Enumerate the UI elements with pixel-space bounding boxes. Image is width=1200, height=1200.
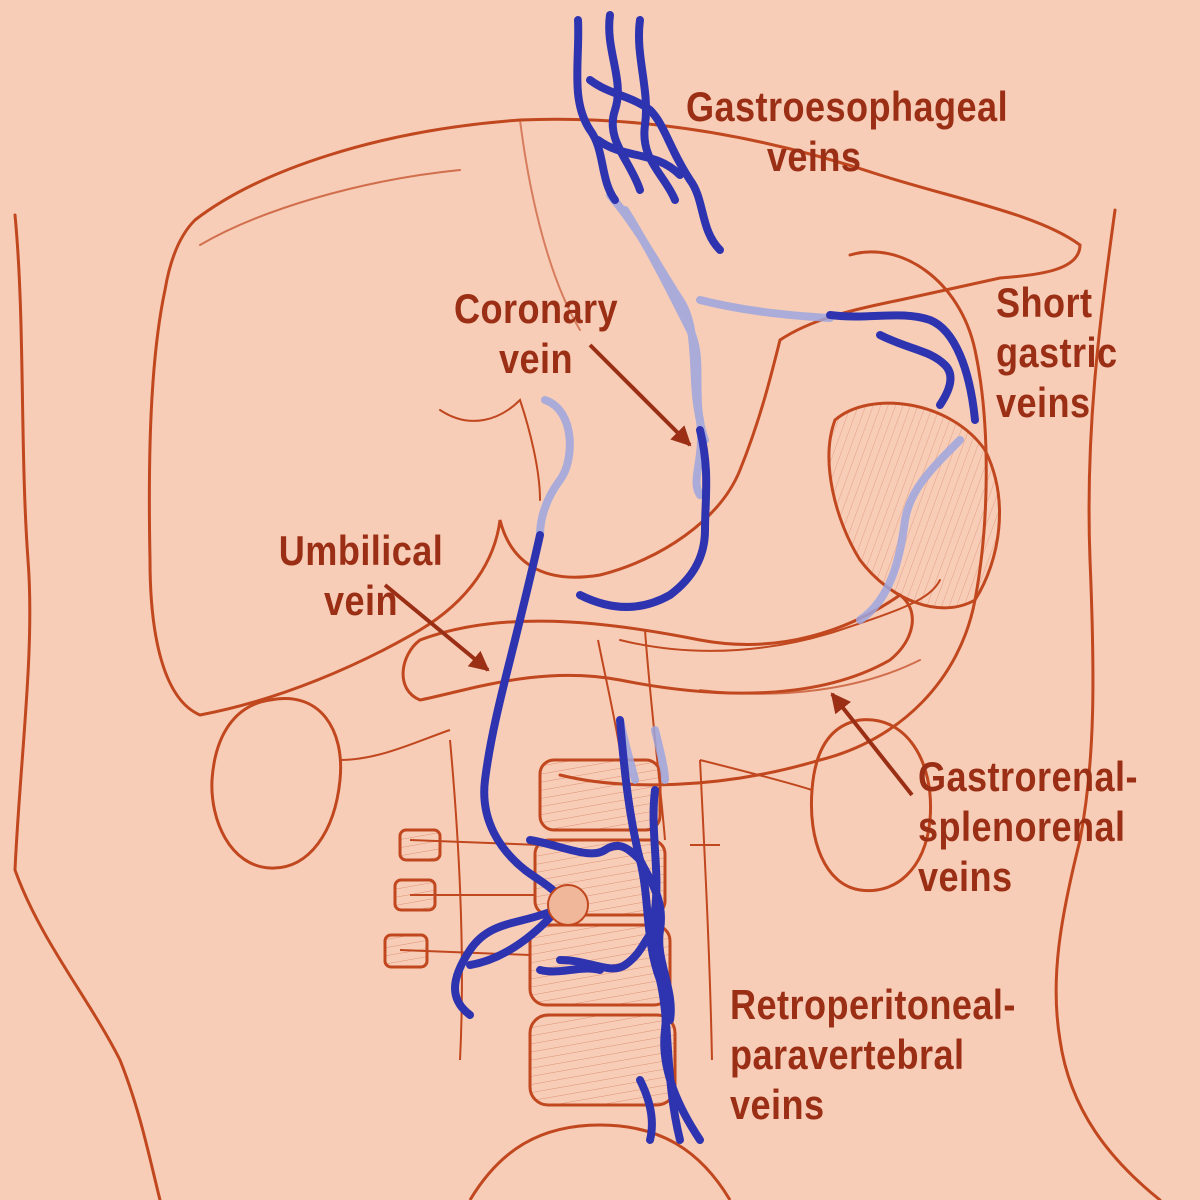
label-line: vein (323, 577, 398, 624)
label-gastroesophageal-veins: Gastroesophageal veins (686, 82, 1008, 182)
veins-faded (536, 191, 964, 784)
label-line: veins (918, 853, 1013, 900)
label-line: Short (996, 279, 1093, 326)
label-line: Gastroesophageal (686, 83, 1009, 130)
label-line: gastric (996, 329, 1118, 376)
label-umbilical-vein: Umbilical vein (271, 526, 452, 626)
label-line: Coronary (453, 285, 618, 332)
veins (451, 11, 979, 1144)
umbilical-arrow (383, 583, 490, 672)
label-short-gastric-veins: Short gastric veins (996, 278, 1117, 428)
label-retroperitoneal-paravertebral-veins: Retroperitoneal- paravertebral veins (730, 980, 1016, 1130)
label-line: paravertebral (730, 1031, 965, 1078)
coronary-arrow (588, 343, 692, 447)
varix (547, 884, 589, 926)
label-line: veins (996, 379, 1091, 426)
label-gastrorenal-splenorenal-veins: Gastrorenal- splenorenal veins (918, 752, 1138, 902)
kidneys (210, 697, 933, 893)
label-arrows (383, 343, 914, 797)
label-coronary-vein: Coronary vein (450, 284, 622, 384)
label-line: Gastrorenal- (918, 753, 1138, 800)
torso-outline (13, 208, 1162, 1200)
spleen (827, 401, 1001, 610)
label-line: vein (498, 335, 573, 382)
label-line: splenorenal (918, 803, 1126, 850)
label-line: veins (730, 1081, 825, 1128)
label-line: veins (766, 133, 862, 180)
liver (147, 117, 1082, 717)
gastrorenal-arrow (830, 692, 914, 797)
pancreas (401, 593, 914, 702)
label-line: Retroperitoneal- (730, 981, 1016, 1028)
label-line: Umbilical (278, 527, 444, 574)
